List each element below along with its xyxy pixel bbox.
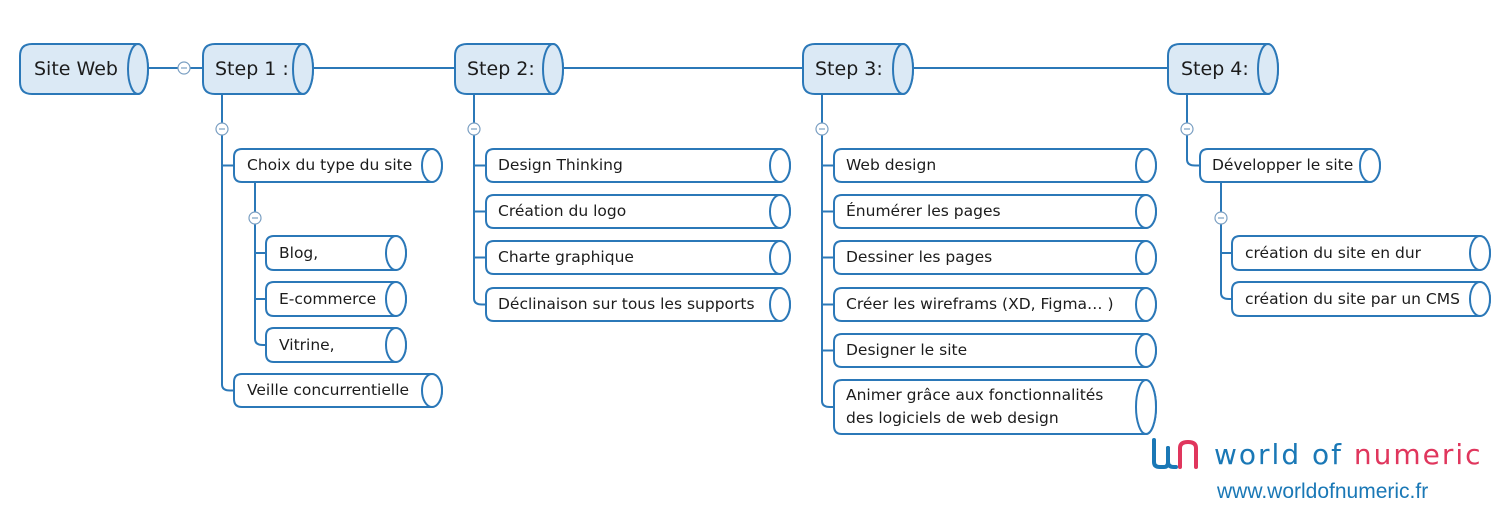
child-node-cap <box>1135 148 1157 183</box>
root-node-cap <box>127 43 149 95</box>
grandchild-node-label: création du site par un CMS <box>1245 290 1460 308</box>
child-node-cap <box>1135 379 1157 435</box>
step-node-cap <box>292 43 314 95</box>
grandchild-node-label: Blog, <box>279 244 319 262</box>
child-node-label: Création du logo <box>498 202 627 220</box>
brand-name: world of numeric <box>1214 440 1483 470</box>
step-node-label: Step 3: <box>815 58 883 80</box>
child-node-label: Designer le site <box>846 341 968 359</box>
child-node-cap <box>1135 240 1157 275</box>
child-node-cap <box>1359 148 1381 183</box>
grandchild-node-label: création du site en dur <box>1245 244 1422 262</box>
child-node-label-line: des logiciels de web design <box>846 409 1059 427</box>
step-node-label: Step 2: <box>467 58 535 80</box>
child-node-label-line: Animer grâce aux fonctionnalités <box>846 386 1104 404</box>
branch-elbow-line <box>1186 159 1196 167</box>
child-node-label: Design Thinking <box>498 156 623 174</box>
root-node-label: Site Web <box>34 58 118 80</box>
subbranch-elbow-line <box>254 338 264 346</box>
branch-elbow-line <box>473 298 483 306</box>
child-node-cap <box>769 194 791 229</box>
subbranch-elbow-line <box>1220 292 1230 300</box>
child-node-cap <box>769 240 791 275</box>
child-node-cap <box>421 373 443 408</box>
step-node-cap <box>1257 43 1279 95</box>
grandchild-node-cap <box>1469 235 1491 271</box>
child-node-label: Énumérer les pages <box>846 202 1001 220</box>
child-node-cap <box>421 148 443 183</box>
step-node-cap <box>542 43 564 95</box>
child-node-label: Choix du type du site <box>247 156 413 174</box>
child-node-cap <box>1135 194 1157 229</box>
child-node-label: Charte graphique <box>498 248 634 266</box>
grandchild-node-cap <box>1469 281 1491 317</box>
wn-logo-icon <box>1152 438 1198 469</box>
branch-elbow-line <box>221 384 231 392</box>
child-node-cap <box>769 148 791 183</box>
child-node-label: Web design <box>846 156 937 174</box>
child-node-cap <box>1135 287 1157 322</box>
child-node-label: Déclinaison sur tous les supports <box>498 295 755 313</box>
child-node-label: Dessiner les pages <box>846 248 993 266</box>
child-node-cap <box>769 287 791 322</box>
step-node-label: Step 1 : <box>215 58 289 80</box>
step-node-label: Step 4: <box>1181 58 1249 80</box>
grandchild-node-label: Vitrine, <box>279 336 335 354</box>
child-node-label: Créer les wireframs (XD, Figma… ) <box>846 295 1114 313</box>
step-node-cap <box>892 43 914 95</box>
brand-url: www.worldofnumeric.fr <box>1217 480 1429 503</box>
child-node-label: Animer grâce aux fonctionnalités des logi… <box>846 384 1103 430</box>
child-node-label: Développer le site <box>1212 156 1354 174</box>
grandchild-node-cap <box>385 235 407 271</box>
branch-elbow-line <box>821 400 831 408</box>
child-node-cap <box>1135 333 1157 368</box>
grandchild-node-cap <box>385 281 407 317</box>
brand-name-part2: numeric <box>1353 438 1483 471</box>
grandchild-node-cap <box>385 327 407 363</box>
brand-name-part1: world of <box>1214 438 1354 471</box>
child-node-label: Veille concurrentielle <box>247 381 410 399</box>
grandchild-node-label: E-commerce <box>279 290 377 308</box>
